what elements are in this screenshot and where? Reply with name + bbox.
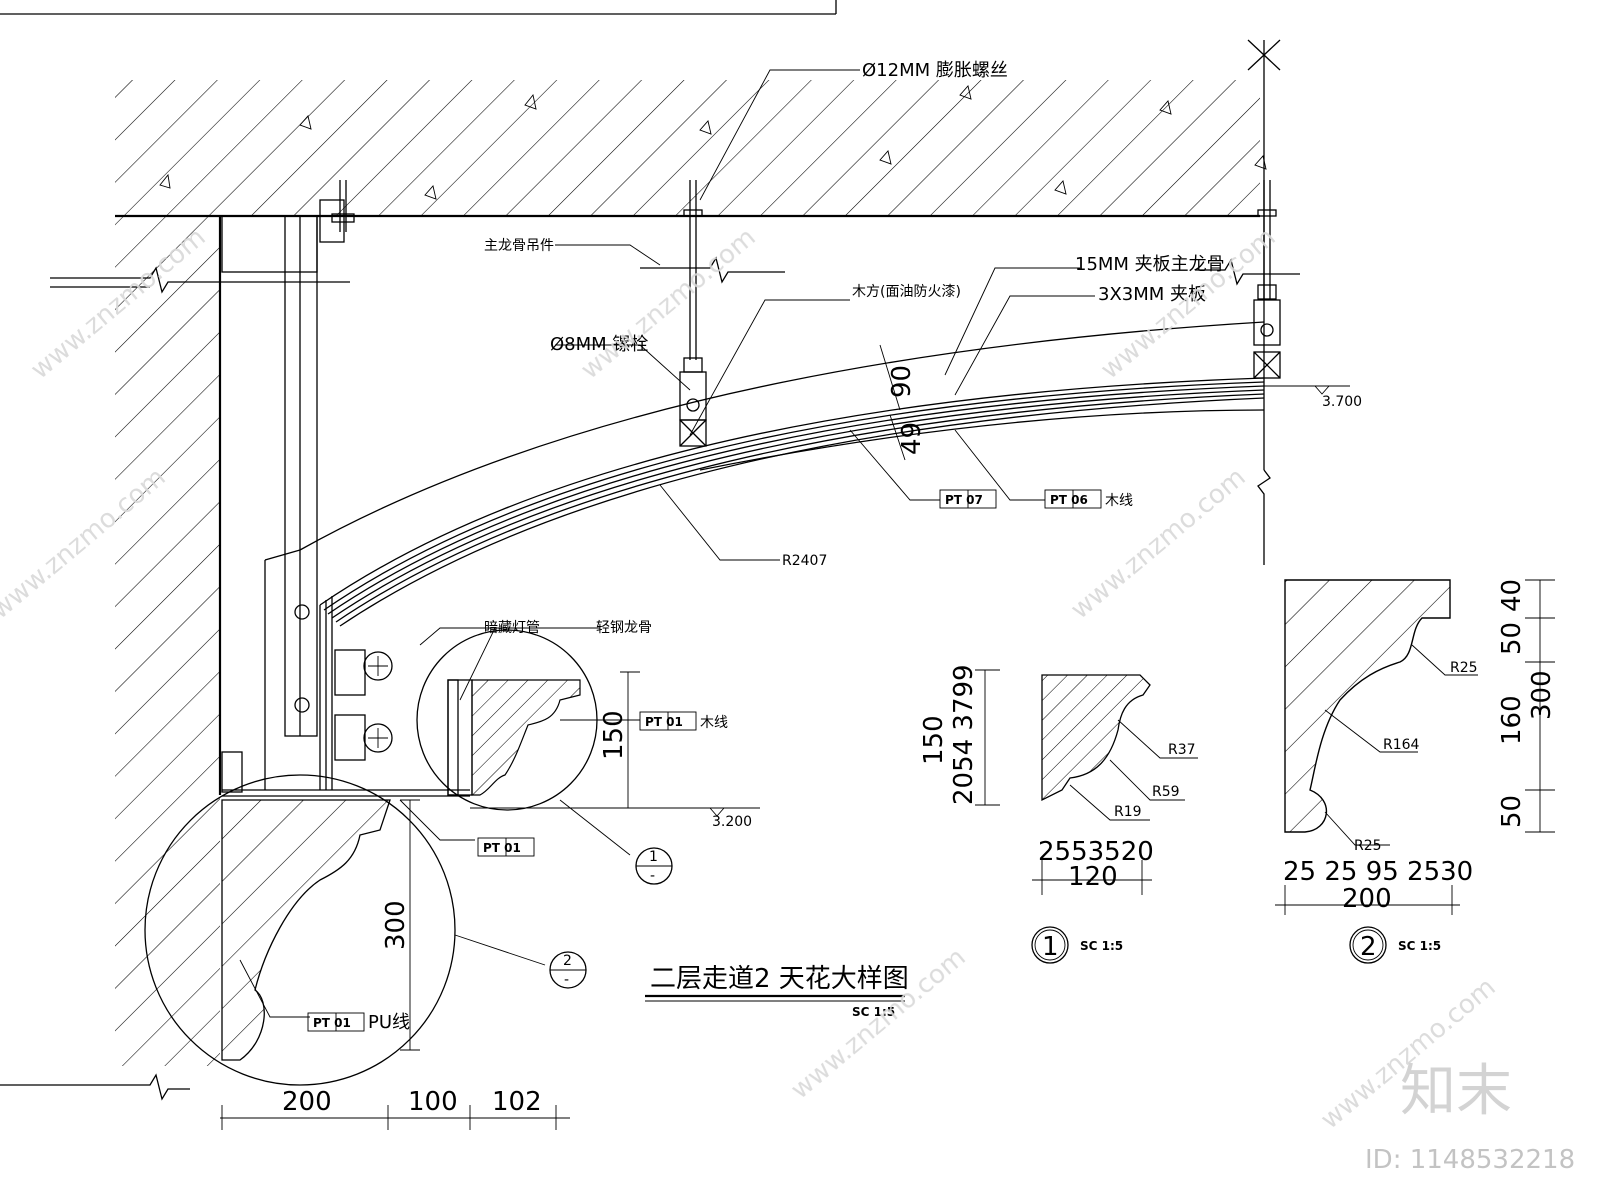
detail2-h-total: 200 (1342, 884, 1392, 914)
hanger-rods (331, 180, 1281, 447)
svg-text:PT 01: PT 01 (645, 715, 683, 729)
detail2-v160: 160 (1497, 695, 1527, 745)
dim-102: 102 (492, 1087, 542, 1117)
tag-pt01-c: PT 01 PU线 (307, 1012, 410, 1033)
section-mark-1: 1 - (635, 847, 673, 885)
svg-text:PT 01: PT 01 (483, 841, 521, 855)
section-mark-2: 2 - (549, 951, 587, 989)
watermark-site-5: www.znzmo.com (1065, 462, 1251, 625)
dimension-lines (220, 344, 906, 1130)
callout-main-keel-hanger: 主龙骨吊件 (484, 238, 554, 254)
detail2-v50a: 50 (1497, 622, 1527, 655)
leader-lines (239, 69, 1095, 1018)
callout-wood-line-a: 木线 (1105, 493, 1133, 509)
vertical-frame (221, 199, 470, 797)
detail2-r164: R164 (1383, 737, 1420, 753)
detail2-scale: SC 1:5 (1398, 939, 1441, 953)
dim-200: 200 (282, 1087, 332, 1117)
svg-text:-: - (650, 868, 655, 884)
detail1-r19: R19 (1114, 804, 1142, 820)
concrete-wall (115, 216, 222, 1066)
callout-anchor-bolt: Ø12MM 膨胀螺丝 (862, 60, 1008, 81)
detail1-v150: 150 (919, 715, 949, 765)
detail1-r59: R59 (1152, 784, 1180, 800)
detail2-h-small: 25 25 95 2530 (1283, 857, 1473, 887)
drawing-title-text: 二层走道2 天花大样图 (650, 964, 909, 994)
detail2-r25a: R25 (1450, 660, 1478, 676)
detail-2: 40 50 160 50 300 R25 R164 R25 25 25 95 2… (1275, 579, 1557, 964)
tag-pt01-a: PT 01 木线 (639, 711, 728, 731)
tag-pt01-b: PT 01 (477, 837, 535, 857)
callout-light-steel: 轻钢龙骨 (596, 620, 652, 636)
callout-bolt-8: Ø8MM 镙栓 (550, 334, 648, 355)
detail2-v50b: 50 (1497, 795, 1527, 828)
detail1-scale: SC 1:5 (1080, 939, 1123, 953)
level-bottom-label: 3.200 (712, 814, 752, 830)
dim-100: 100 (408, 1087, 458, 1117)
callout-ply-3x3: 3X3MM 夹板 (1098, 284, 1206, 305)
tag-pt06: PT 06 木线 (1044, 489, 1133, 509)
svg-text:1: 1 (649, 849, 658, 865)
detail1-v-small: 2054 3799 (949, 664, 979, 805)
callout-radius-main: R2407 (782, 553, 827, 569)
detail2-v40: 40 (1497, 579, 1527, 612)
detail-1: 150 2054 3799 R37 R59 R19 2553520 120 1 … (919, 664, 1198, 964)
svg-text:PT 07: PT 07 (945, 493, 983, 507)
detail1-label: 1 (1042, 932, 1059, 962)
callout-hidden-light: 暗藏灯管 (484, 620, 540, 636)
watermark-id: ID: 1148532218 (1365, 1145, 1575, 1175)
level-marker-top: 3.700 (1264, 385, 1362, 410)
dim-150: 150 (599, 710, 629, 760)
drawing-title: 二层走道2 天花大样图 SC 1:5 (645, 964, 909, 1019)
level-top-label: 3.700 (1322, 394, 1362, 410)
callout-wood-line-b: 木线 (700, 715, 728, 731)
watermark-logo: 知末 (1400, 1059, 1512, 1124)
detail1-h-small: 2553520 (1038, 837, 1154, 867)
detail1-h-total: 120 (1068, 862, 1118, 892)
detail2-v300: 300 (1527, 670, 1557, 720)
cornice-section (221, 679, 581, 1061)
watermark-site-2: www.znzmo.com (575, 222, 761, 385)
svg-text:PT 06: PT 06 (1050, 493, 1088, 507)
dim-90: 90 (887, 365, 917, 398)
dim-49: 49 (897, 422, 927, 455)
svg-text:-: - (564, 972, 569, 988)
tag-pt07: PT 07 (939, 489, 997, 509)
callout-pu-line: PU线 (368, 1012, 410, 1033)
callout-ply-main-keel: 15MM 夹板主龙骨 (1075, 254, 1225, 275)
callout-timber: 木方(面油防火漆) (852, 284, 961, 300)
dim-300: 300 (381, 900, 411, 950)
svg-text:2: 2 (563, 953, 572, 969)
detail-circles (144, 629, 631, 1086)
detail2-r25b: R25 (1354, 838, 1382, 854)
level-marker-bottom: 3.200 (470, 807, 760, 830)
sheet-border (0, 0, 837, 15)
svg-text:PT 01: PT 01 (313, 1016, 351, 1030)
drawing-title-scale: SC 1:5 (852, 1005, 895, 1019)
detail2-label: 2 (1360, 932, 1377, 962)
detail1-r37: R37 (1168, 742, 1196, 758)
